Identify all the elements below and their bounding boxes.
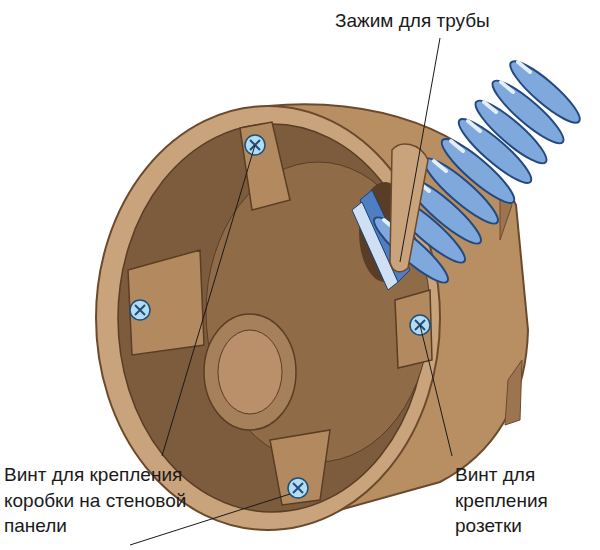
screw-slot [135,305,145,315]
screw [130,300,150,320]
label-holder: Винт для крепления коробки на стеновой п… [4,462,219,539]
screw-head [288,478,308,498]
part-label: Винт для крепления розетки [455,462,595,539]
part-label: Зажим для трубы [335,8,595,34]
pipe-clamp [390,144,428,272]
box-ribs [500,180,522,425]
screw-boss-bottom [270,430,330,505]
knockout-hole [204,314,296,430]
corrugated-pipe [368,54,587,290]
leader-line [420,325,452,456]
screw-boss-top [240,122,290,210]
screw-slot [293,483,303,493]
knockout-hole-inner [218,330,282,414]
screw-head [130,300,150,320]
leader-line [162,145,255,456]
screw-boss-right [395,290,432,368]
leader-line [400,38,440,262]
screw-boss-left [128,250,204,355]
part-label: Винт для крепления коробки на стеновой п… [4,462,219,539]
label-holder: Винт для крепления розетки [455,462,595,539]
screw [288,478,308,498]
label-holder: Зажим для трубы [335,8,595,34]
screws [130,135,430,498]
